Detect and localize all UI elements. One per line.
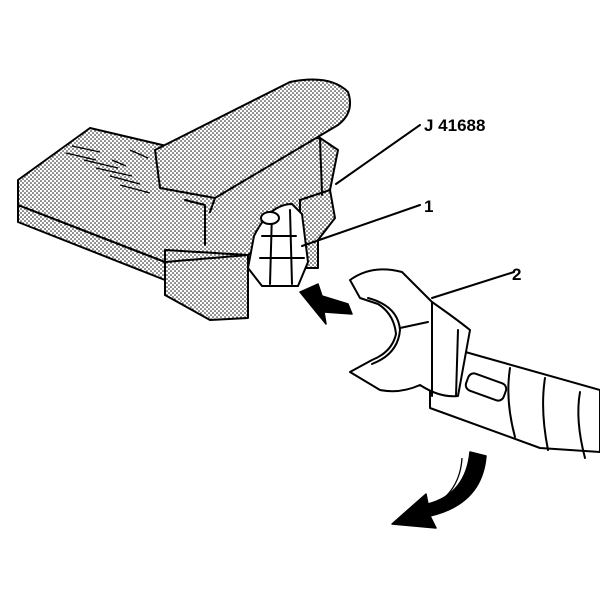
- leader-line-part1: [301, 204, 421, 247]
- callout-1: 1: [424, 197, 433, 216]
- leader-line-part2: [431, 271, 515, 299]
- callout-2: 2: [512, 265, 521, 284]
- arrow-left-icon: [299, 283, 353, 325]
- tool-j41688: [17, 78, 351, 321]
- curved-arrow-icon: [391, 451, 487, 529]
- part-2-wrench: [349, 268, 600, 459]
- part-1-fitting: [247, 203, 309, 287]
- leader-line-tool: [335, 124, 421, 185]
- callout-tool: J 41688: [424, 116, 485, 135]
